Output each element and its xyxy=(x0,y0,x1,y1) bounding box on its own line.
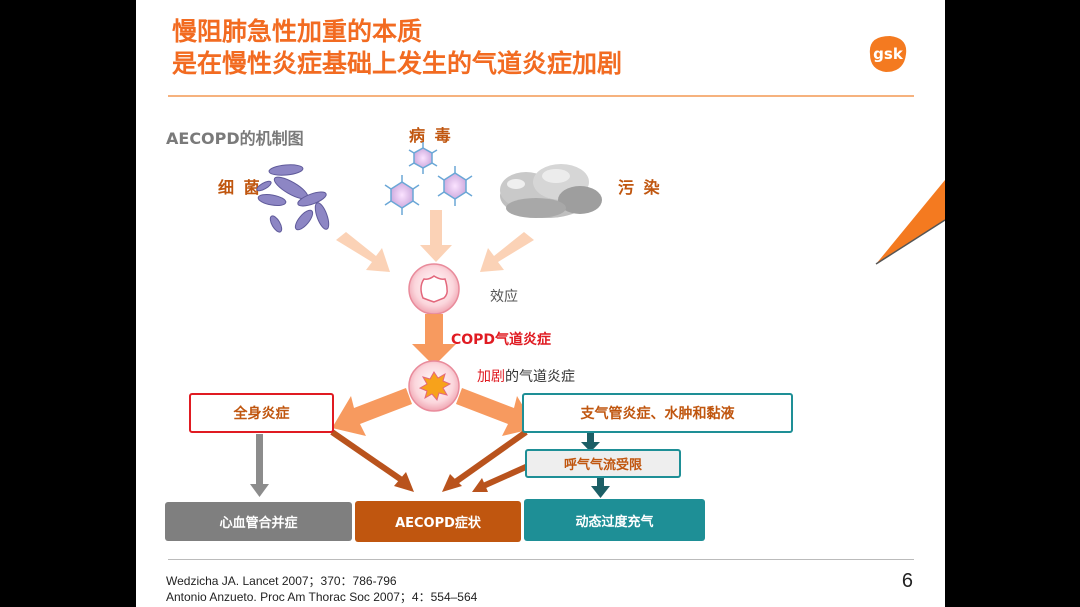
bronchitis-box: 支气管炎症、水肿和黏液 xyxy=(522,393,793,433)
copd-inflammation-label: COPD气道炎症 xyxy=(451,332,552,348)
effect-label: 效应 xyxy=(490,289,518,305)
bronchitis-label: 支气管炎症、水肿和黏液 xyxy=(580,406,735,422)
svg-text:gsk: gsk xyxy=(873,45,904,63)
down-arrow xyxy=(412,314,456,366)
title-divider xyxy=(168,95,914,97)
aggravated-inflammation-label: 加剧的气道炎症 xyxy=(477,366,575,386)
systemic-inflammation-box: 全身炎症 xyxy=(189,393,334,433)
aggravated-suffix: 的气道炎症 xyxy=(505,369,575,385)
diagram-subtitle: AECOPD的机制图 xyxy=(166,129,304,148)
citation-1: Wedzicha JA. Lancet 2007；370：786-796 xyxy=(166,574,397,588)
bacteria-icon xyxy=(256,164,330,233)
converging-arrows xyxy=(336,210,534,272)
inflamed-airway-icon xyxy=(408,360,460,412)
virus-icon xyxy=(384,142,473,215)
title-line-1: 慢阻肺急性加重的本质 xyxy=(172,17,423,46)
virus-label: 病 毒 xyxy=(409,126,453,145)
split-arrows xyxy=(332,388,536,436)
teal-arrows xyxy=(581,432,610,498)
slide-title: 慢阻肺急性加重的本质 是在慢性炎症基础上发生的气道炎症加剧 xyxy=(172,16,622,80)
decorative-triangle xyxy=(872,180,945,270)
gsk-logo: gsk xyxy=(864,32,912,76)
systemic-inflammation-label: 全身炎症 xyxy=(233,406,290,422)
page-number: 6 xyxy=(901,570,913,592)
airway-cell-icon xyxy=(408,263,460,315)
aggravated-prefix: 加剧 xyxy=(477,369,505,385)
mechanism-graphics xyxy=(250,142,610,498)
pollution-cloud-icon xyxy=(500,164,602,218)
aecopd-symptoms-box: AECOPD症状 xyxy=(355,501,521,542)
cardiovascular-box: 心血管合并症 xyxy=(165,502,352,541)
footer-divider xyxy=(168,559,914,560)
slide: 慢阻肺急性加重的本质 是在慢性炎症基础上发生的气道炎症加剧 gsk AECOPD… xyxy=(136,0,945,607)
aecopd-symptoms-label: AECOPD症状 xyxy=(395,516,481,531)
bacteria-label: 细 菌 xyxy=(218,178,262,197)
hyperinflation-label: 动态过度充气 xyxy=(575,514,654,530)
hyperinflation-box: 动态过度充气 xyxy=(524,499,705,541)
title-line-2: 是在慢性炎症基础上发生的气道炎症加剧 xyxy=(172,49,623,78)
pollution-label: 污 染 xyxy=(618,178,662,197)
airflow-limitation-label: 呼气气流受限 xyxy=(563,458,642,473)
cardiovascular-label: 心血管合并症 xyxy=(219,516,298,531)
grey-arrow xyxy=(250,434,269,497)
citation-2: Antonio Anzueto. Proc Am Thorac Soc 2007… xyxy=(166,590,478,604)
brown-arrows xyxy=(330,429,530,492)
airflow-limitation-box: 呼气气流受限 xyxy=(525,449,681,478)
